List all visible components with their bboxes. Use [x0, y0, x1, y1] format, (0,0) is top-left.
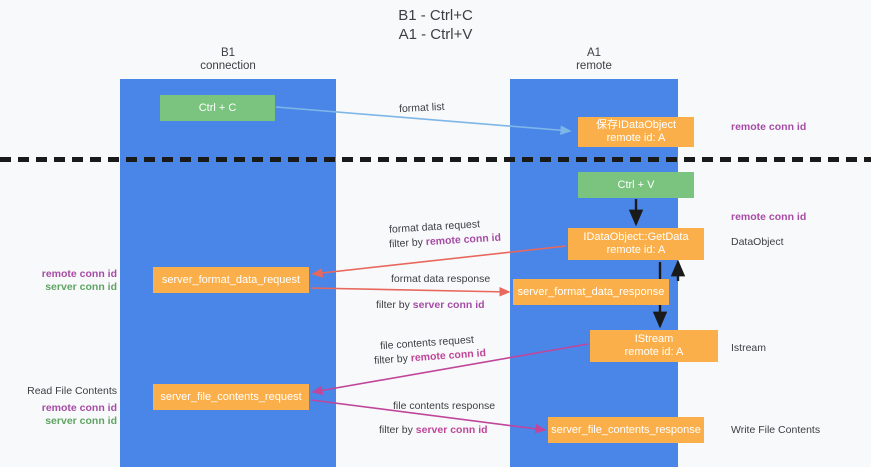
node-server-format-data-response[interactable]: server_format_data_response: [513, 279, 669, 305]
annotation-remote-conn-id-mid: remote conn id: [731, 211, 806, 224]
node-getdata-sub: remote id: A: [606, 244, 666, 256]
node-server-format-data-request-label: server_format_data_request: [161, 273, 301, 286]
edge-label-format-data-response-filter: filter by server conn id: [376, 298, 485, 312]
node-server-format-data-request[interactable]: server_format_data_request: [153, 267, 309, 293]
annotation-left-conn-ids-1: remote conn id server conn id: [22, 268, 117, 294]
annotation-istream: Istream: [731, 342, 766, 355]
node-server-format-data-response-label: server_format_data_response: [517, 285, 665, 298]
filter-prefix: filter by: [379, 424, 416, 436]
edge-label-format-data-response-text: format data response: [391, 273, 491, 285]
node-getdata-label: IDataObject::GetData: [583, 231, 689, 243]
edge-format-data-response: [310, 287, 511, 297]
annotation-left-server-conn-id-1: server conn id: [45, 281, 117, 293]
lane-header-b1: B1 connection: [120, 47, 336, 73]
node-ctrl-v[interactable]: Ctrl + V: [578, 172, 694, 198]
node-ctrl-v-label: Ctrl + V: [617, 178, 655, 191]
annotation-write-file-contents: Write File Contents: [731, 424, 820, 437]
filter-prefix: filter by: [373, 352, 412, 367]
annotation-left-remote-conn-id-1: remote conn id: [41, 268, 117, 280]
annotation-write-file-contents-text: Write File Contents: [731, 424, 821, 436]
node-ctrl-c-label: Ctrl + C: [198, 101, 237, 114]
title-line-2: A1 - Ctrl+V: [398, 26, 473, 43]
annotation-remote-conn-id-top: remote conn id: [731, 121, 806, 134]
node-server-file-contents-response-label: server_file_contents_response: [551, 423, 701, 436]
node-istream-sub: remote id: A: [624, 346, 684, 358]
node-save-idataobject[interactable]: 保存IDataObject remote id: A: [578, 117, 694, 147]
node-idataobject-getdata[interactable]: IDataObject::GetData remote id: A: [568, 228, 704, 260]
annotation-dataobject: DataObject: [731, 236, 784, 249]
node-istream[interactable]: IStream remote id: A: [590, 330, 718, 362]
lane-header-a1: A1 remote: [510, 47, 678, 73]
filter-key-server-conn-id: server conn id: [412, 299, 485, 311]
annotation-remote-conn-id-mid-text: remote conn id: [731, 211, 807, 223]
annotation-dataobject-text: DataObject: [731, 236, 784, 248]
annotation-left-conn-ids-2: remote conn id server conn id: [22, 402, 117, 428]
node-server-file-contents-request-label: server_file_contents_request: [160, 390, 302, 403]
node-istream-label: IStream: [634, 333, 674, 345]
edge-label-format-list-text: format list: [398, 100, 445, 116]
annotation-left-remote-conn-id-2: remote conn id: [41, 402, 117, 414]
title-line-1: B1 - Ctrl+C: [398, 7, 473, 24]
annotation-left-server-conn-id-2: server conn id: [45, 415, 117, 427]
node-server-file-contents-response[interactable]: server_file_contents_response: [548, 417, 704, 443]
edge-label-file-contents-response: file contents response: [393, 399, 495, 413]
lane-a1-name: A1: [586, 47, 602, 59]
lane-b1-role: connection: [200, 60, 256, 72]
annotation-istream-text: Istream: [731, 342, 767, 354]
node-save-idataobject-sub: remote id: A: [606, 132, 666, 144]
annotation-read-file-contents: Read File Contents: [22, 385, 117, 398]
edge-label-file-contents-response-filter: filter by server conn id: [379, 423, 488, 437]
annotation-remote-conn-id-top-text: remote conn id: [731, 121, 807, 133]
page-title: B1 - Ctrl+C A1 - Ctrl+V: [0, 6, 871, 44]
filter-key-remote-conn-id: remote conn id: [410, 347, 487, 365]
edge-label-format-list: format list: [399, 100, 445, 116]
filter-prefix: filter by: [388, 236, 427, 251]
filter-key-remote-conn-id: remote conn id: [425, 231, 502, 249]
edge-label-format-data-response: format data response: [391, 272, 490, 286]
filter-prefix: filter by: [376, 299, 413, 311]
edge-label-file-contents-response-text: file contents response: [393, 400, 496, 412]
filter-key-server-conn-id: server conn id: [415, 424, 488, 436]
lane-a1-role: remote: [576, 60, 612, 72]
node-ctrl-c[interactable]: Ctrl + C: [160, 95, 275, 121]
annotation-read-file-contents-text: Read File Contents: [27, 385, 117, 397]
node-server-file-contents-request[interactable]: server_file_contents_request: [153, 384, 309, 410]
node-save-idataobject-label: 保存IDataObject: [595, 119, 677, 131]
lane-b1-name: B1: [220, 47, 236, 59]
